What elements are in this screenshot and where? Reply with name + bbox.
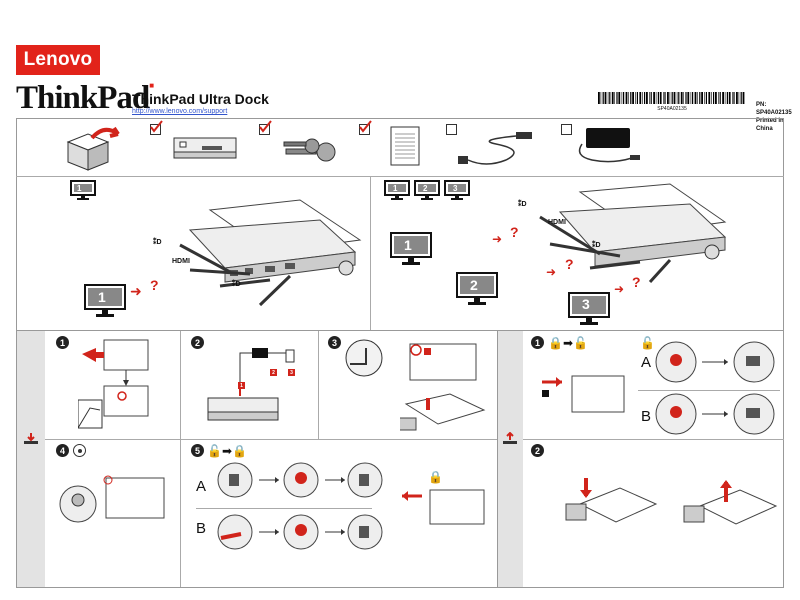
lock-icon: 🔒 [428, 470, 443, 484]
check-icon [259, 120, 272, 133]
question-mark-icon: ? [632, 274, 641, 290]
divider [318, 331, 319, 439]
arrow-icon: ➜ [614, 282, 625, 296]
unlock-slide-illustration [542, 375, 625, 413]
monitor-number: 1 [393, 184, 398, 193]
part-number: PN: SP40A02135 Printed in China [756, 102, 792, 132]
step-number: 2 [531, 444, 544, 457]
divider [180, 331, 181, 587]
monitor-icon [444, 180, 470, 200]
instruction-frame [16, 118, 784, 588]
zoom-detail-icon [345, 339, 383, 377]
unlock-sequence-b [655, 393, 775, 435]
box-unpack-icon [66, 126, 120, 171]
hdmi-label: HDMI [172, 258, 190, 265]
step-number: 4 [56, 444, 69, 457]
dock-attach-icon [24, 433, 38, 444]
option-label: A [196, 478, 207, 495]
product-title: ThinkPad Ultra Dock [132, 91, 269, 107]
option-label: B [196, 520, 207, 537]
divider [638, 390, 780, 391]
option-label: A [641, 354, 652, 371]
monitor-number: 2 [470, 277, 478, 293]
hdmi-label: HDMI [548, 219, 566, 226]
docking-sidebar [17, 331, 45, 587]
monitor-icon [70, 180, 96, 200]
power-button-icon [73, 444, 86, 457]
monitor-icon [456, 272, 498, 305]
callout-number: 3 [288, 369, 295, 376]
check-icon [359, 120, 372, 133]
monitor-number: 3 [453, 184, 458, 193]
dock-with-laptop-illustration [179, 199, 362, 307]
callout-number: 1 [238, 382, 245, 389]
arrow-icon: ➜ [130, 283, 142, 299]
unlock-sequence-a [655, 341, 775, 383]
monitor-icon [84, 284, 126, 317]
power-on-illustration [59, 475, 165, 523]
unlock-icon: 🔓 [640, 336, 655, 350]
laptop-place-on-dock-illustration [400, 343, 486, 431]
divider [45, 439, 497, 440]
displayport-icon: ⁑D [518, 201, 527, 208]
arrow-icon: ➜ [492, 232, 503, 246]
lock-sequence-b [217, 514, 383, 550]
power-connect-illustration [207, 348, 295, 421]
divider [370, 177, 371, 330]
unlock-to-lock-icon: 🔓➡🔒 [207, 444, 247, 458]
keys-icon [283, 138, 336, 162]
monitor-number: 1 [98, 289, 106, 305]
option-label: B [641, 408, 652, 425]
divider [523, 439, 784, 440]
arrow-icon: ➜ [546, 265, 557, 279]
support-link[interactable]: http://www.lenovo.com/support [132, 108, 228, 115]
monitor-icon [384, 180, 410, 200]
question-mark-icon: ? [565, 256, 574, 272]
lock-slide-illustration [402, 489, 485, 525]
lock-sequence-a [217, 462, 383, 498]
laptop-dock-alignment-illustration [78, 339, 149, 429]
monitor-number: 3 [582, 296, 590, 312]
barcode-number: SP40A02135 [657, 106, 687, 112]
step-number: 1 [531, 336, 544, 349]
power-cord-checkbox [446, 124, 457, 135]
divider [16, 176, 784, 177]
divider [196, 508, 372, 509]
monitor-icon [414, 180, 440, 200]
power-cord-icon [458, 132, 532, 165]
dock-with-laptop-illustration [539, 183, 727, 284]
dock-detach-icon [503, 432, 517, 444]
question-mark-icon: ? [150, 277, 159, 293]
step-number: 3 [328, 336, 341, 349]
monitor-icon [390, 232, 432, 265]
divider [16, 330, 784, 331]
question-mark-icon: ? [510, 224, 519, 240]
monitor-number: 1 [404, 237, 412, 253]
monitor-number: 2 [423, 184, 428, 193]
thinkpad-logo: ThinkPad■ [16, 80, 154, 116]
document-icon [390, 126, 420, 166]
check-icon [150, 120, 163, 133]
step-number: 2 [191, 336, 204, 349]
undocking-sidebar [497, 331, 523, 587]
monitor-icon [568, 292, 610, 325]
lock-to-unlock-icon: 🔒➡🔓 [548, 336, 588, 350]
eject-button-illustration [565, 478, 658, 523]
divider [497, 331, 498, 587]
step-number: 1 [56, 336, 69, 349]
barcode-icon [598, 92, 745, 104]
displayport-icon: ⁑D [153, 239, 162, 246]
ac-adapter-checkbox [561, 124, 572, 135]
ac-adapter-icon [578, 128, 640, 163]
monitor-number: 1 [77, 184, 82, 193]
callout-number: 2 [270, 369, 277, 376]
lift-laptop-illustration [683, 480, 778, 525]
dock-icon [173, 137, 237, 159]
displayport-icon: ⁑D [592, 242, 601, 249]
step-number: 5 [191, 444, 204, 457]
displayport-icon: ⁑D [232, 281, 241, 288]
lenovo-logo: Lenovo [16, 45, 100, 75]
